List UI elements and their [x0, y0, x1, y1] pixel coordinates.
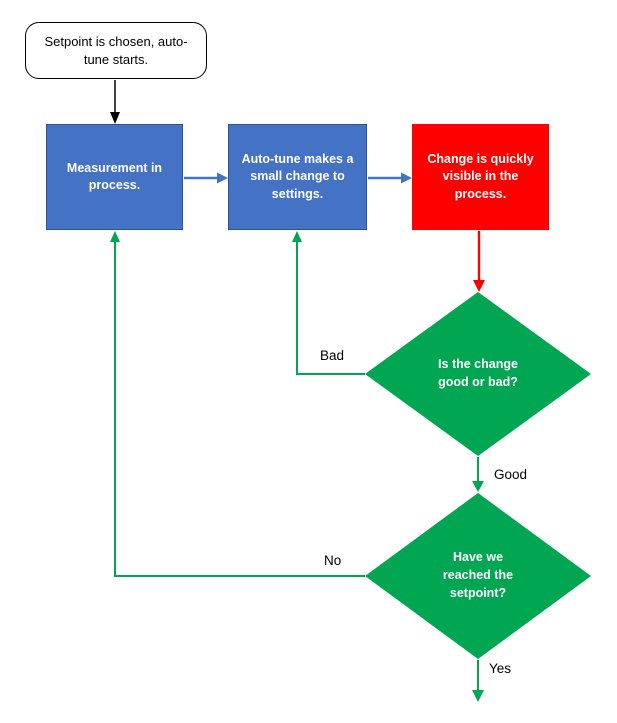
decision-good-or-bad-label: Is the change good or bad? [438, 357, 518, 389]
autotune-process-label: Auto-tune makes a small change to settin… [241, 152, 354, 201]
edge-measurement-to-autotune [184, 172, 228, 184]
arrowhead-up-icon [292, 231, 302, 242]
measurement-process-label: Measurement in process. [66, 160, 163, 192]
arrowhead-down-icon [472, 690, 484, 702]
decision-setpoint-label: Have we reached the setpoint? [442, 550, 514, 600]
edge-change-to-goodbad [473, 231, 485, 292]
arrowhead-right-icon [217, 172, 228, 184]
edge-start-to-measurement [110, 80, 120, 124]
edge-label-bad: Bad [320, 348, 345, 363]
edge-goodbad-to-autotune [292, 231, 365, 375]
change-visible-process-label: Change is quickly visible in the process… [427, 152, 534, 201]
edge-label-yes: Yes [489, 661, 512, 676]
start-terminator-node: Setpoint is chosen, auto-tune starts. [25, 22, 207, 79]
edge-label-no: No [324, 553, 342, 568]
arrowhead-down-icon [473, 280, 485, 292]
arrowhead-right-icon [401, 172, 412, 184]
measurement-process-node: Measurement in process. [46, 124, 183, 230]
change-visible-process-node: Change is quickly visible in the process… [412, 124, 549, 230]
edge-autotune-to-change [368, 172, 412, 184]
edge-setpoint-exit [472, 660, 484, 702]
arrowhead-down-icon [472, 481, 484, 492]
edge-label-good: Good [494, 467, 528, 482]
start-terminator-label: Setpoint is chosen, auto-tune starts. [44, 33, 188, 67]
edge-goodbad-to-setpoint [472, 457, 484, 492]
arrowhead-down-icon [110, 112, 120, 124]
autotune-process-node: Auto-tune makes a small change to settin… [228, 124, 367, 230]
edge-setpoint-to-measurement [110, 231, 365, 577]
arrowhead-up-icon [110, 231, 120, 242]
